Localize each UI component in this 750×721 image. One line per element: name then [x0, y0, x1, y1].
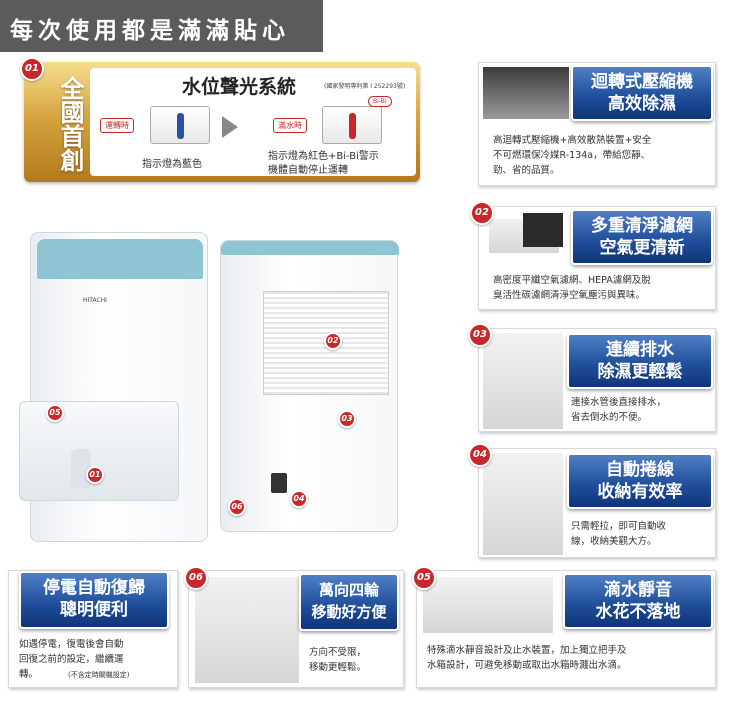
drain-hose-photo [483, 333, 563, 429]
full-caption-line2: 機體自動停止運轉 [268, 165, 348, 176]
brand-logo: HITACHI [83, 297, 107, 304]
compressor-desc: 高迴轉式壓縮機+高效散熱裝置+安全 不可燃環保冷媒R-134a，帶給您靜、 勁、… [493, 135, 652, 176]
water-level-panel: 水位聲光系統 (國家發明專利第 I 252293號) 運轉時 滿水時 Bi-Bi… [90, 68, 416, 176]
feature-number-badge: 05 [412, 566, 436, 590]
drip-title: 滴水靜音 水花不落地 [563, 573, 713, 629]
marker-06: 06 [228, 498, 246, 516]
casters-card: 萬向四輪 移動好方便 方向不受限， 移動更輕鬆。 [188, 570, 404, 688]
marker-04: 04 [290, 490, 308, 508]
compressor-card: 迴轉式壓縮機 高效除濕 高迴轉式壓縮機+高效散熱裝置+安全 不可燃環保冷媒R-1… [478, 62, 716, 186]
bibi-sound-bubble: Bi-Bi [368, 96, 392, 107]
cord-desc: 只需輕拉，即可自動收 線，收納美觀大方。 [571, 521, 667, 547]
compressor-title: 迴轉式壓縮機 高效除濕 [571, 65, 713, 121]
marker-03: 03 [338, 410, 356, 428]
page-title: 每次使用都是滿滿貼心 [10, 18, 290, 44]
blue-light-bar [177, 113, 184, 139]
control-panel [37, 239, 203, 279]
auto-restart-card: 停電自動復歸 聰明便利 如遇停電，復電後會自動 回復之前的設定，繼續運 轉。(不… [8, 570, 178, 688]
top-trim [221, 241, 399, 255]
drainage-desc: 連接水管後直接排水， 省去倒水的不便。 [571, 397, 667, 423]
marker-01: 01 [86, 466, 104, 484]
casters-desc: 方向不受限， 移動更輕鬆。 [309, 647, 367, 673]
drainage-title: 連續排水 除濕更輕鬆 [567, 333, 713, 389]
drain-port [271, 473, 287, 493]
feature-number-badge: 02 [470, 201, 494, 225]
arrow-right-icon [222, 116, 238, 138]
marker-02: 02 [324, 332, 342, 350]
feature-water-level-banner: 全國首創 水位聲光系統 (國家發明專利第 I 252293號) 運轉時 滿水時 … [24, 62, 420, 182]
water-level-title: 水位聲光系統 [182, 76, 297, 98]
feature-number-badge: 01 [20, 57, 44, 81]
dehumidifier-back [220, 240, 399, 532]
filter-title: 多重清淨濾網 空氣更清新 [571, 209, 713, 265]
feature-number-badge: 06 [184, 566, 208, 590]
drip-desc: 特殊滴水靜音設計及止水裝置，加上獨立把手及 水箱設計，可避免移動或取出水箱時濺出… [427, 645, 627, 671]
cord-card: 自動捲線 收納有效率 只需輕拉，即可自動收 線，收納美觀大方。 [478, 448, 716, 558]
compressor-photo [483, 67, 569, 119]
red-light-bar [349, 113, 356, 139]
tank-handle-photo [423, 577, 553, 633]
full-caption-line1: 指示燈為紅色+Bi-Bi警示 [268, 151, 379, 162]
running-tag: 運轉時 [100, 118, 134, 133]
header-banner: 每次使用都是滿滿貼心 [0, 0, 323, 52]
auto-restart-title: 停電自動復歸 聰明便利 [19, 571, 169, 629]
auto-restart-desc: 如遇停電，復電後會自動 回復之前的設定，繼續運 轉。(不含定時關機設定) [19, 639, 130, 680]
filter-desc: 高密度平纖空氣濾網、HEPA濾網及脫 臭活性碳濾網清淨空氣塵污與異味。 [493, 275, 651, 301]
full-water-tag: 滿水時 [273, 118, 307, 133]
carbon-filter-photo [523, 213, 563, 247]
casters-title: 萬向四輪 移動好方便 [299, 573, 399, 631]
compressor-title-line2: 高效除濕 [608, 94, 676, 114]
nationwide-first-label: 全國首創 [56, 76, 85, 172]
patent-note: (國家發明專利第 I 252293號) [324, 83, 406, 90]
casters-photo [195, 577, 299, 683]
compressor-title-line1: 迴轉式壓縮機 [591, 72, 693, 92]
blue-indicator-light [150, 106, 210, 144]
marker-05: 05 [46, 404, 64, 422]
drainage-card: 連續排水 除濕更輕鬆 連接水管後直接排水， 省去倒水的不便。 [478, 328, 716, 432]
feature-number-badge: 04 [468, 443, 492, 467]
cord-title: 自動捲線 收納有效率 [567, 453, 713, 509]
drip-card: 滴水靜音 水花不落地 特殊滴水靜音設計及止水裝置，加上獨立把手及 水箱設計，可避… [416, 570, 716, 688]
cord-photo [483, 453, 563, 555]
dehumidifier-front: HITACHI [19, 232, 208, 542]
filter-card: 多重清淨濾網 空氣更清新 高密度平纖空氣濾網、HEPA濾網及脫 臭活性碳濾網清淨… [478, 206, 716, 310]
timer-note: (不含定時關機設定) [68, 671, 130, 679]
feature-number-badge: 03 [468, 323, 492, 347]
red-indicator-light [322, 106, 382, 144]
running-caption: 指示燈為藍色 [142, 159, 202, 170]
water-tank [19, 401, 179, 501]
